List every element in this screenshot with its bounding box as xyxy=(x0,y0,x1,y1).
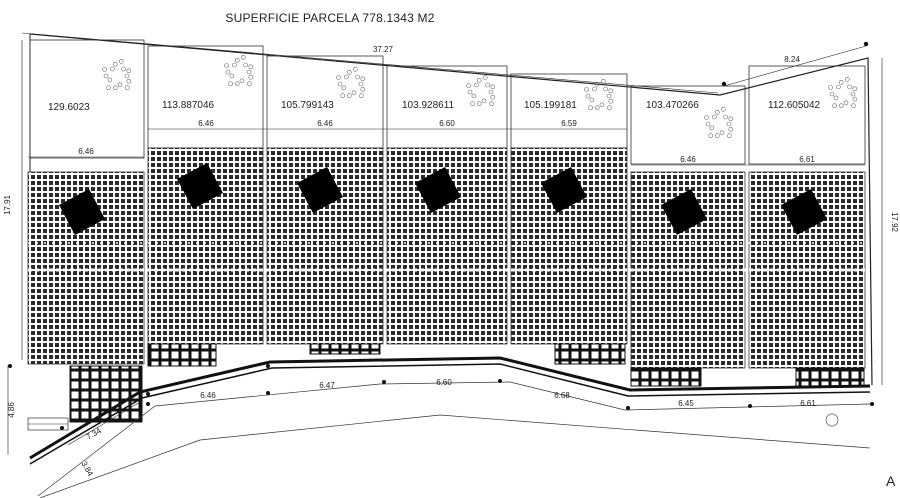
rooftop-square-icon xyxy=(661,189,707,235)
plot-area-1: 129.6023 xyxy=(48,102,90,113)
tree-icon xyxy=(466,75,496,106)
plot-area-4: 103.928611 xyxy=(402,100,455,111)
dimension-dot xyxy=(266,391,270,395)
dim-top-right: 8.24 xyxy=(784,55,800,64)
plot-front-6: 6.46 xyxy=(680,155,696,164)
tree-icon xyxy=(584,79,614,110)
dimension-dot xyxy=(60,426,64,430)
plot-area-2: 113.887046 xyxy=(162,100,215,111)
plot-front-1: 6.46 xyxy=(78,147,94,156)
plot-area-7: 112.605042 xyxy=(768,100,821,111)
dimension-markers xyxy=(8,364,874,430)
rooftop-square-icon xyxy=(415,167,461,213)
dim-bottom-left-b: 7.34 xyxy=(85,426,103,442)
tree-icon xyxy=(102,59,132,90)
dim-bottom-1: 6.46 xyxy=(200,391,216,400)
dim-bottom-3: 6.60 xyxy=(436,378,452,387)
bottom-dimensions: 6.46 6.47 6.60 6.68 6.45 6.61 4.86 7.34 … xyxy=(7,365,816,478)
dimension-dot xyxy=(146,392,150,396)
plot-front-4: 6.60 xyxy=(439,119,455,128)
dimension-dot xyxy=(498,379,502,383)
section-letter: A xyxy=(886,473,896,489)
tree-icon xyxy=(704,107,734,138)
dimension-dot xyxy=(146,402,150,406)
rooftop-square-icon xyxy=(781,189,827,235)
dim-left-height: 17.91 xyxy=(3,194,12,215)
plot-area-6: 103.470266 xyxy=(646,100,699,111)
tree-icon xyxy=(224,55,254,86)
entrance-detail xyxy=(27,417,69,431)
plot-area-3: 105.799143 xyxy=(281,100,334,111)
dim-bottom-4: 6.68 xyxy=(554,391,570,400)
dimension-dot xyxy=(382,380,386,384)
dim-bottom-6: 6.61 xyxy=(800,399,816,408)
dimension-dot xyxy=(266,364,270,368)
plot-area-labels: 129.6023 113.887046 105.799143 103.92861… xyxy=(48,100,821,113)
dim-top-total: 37.27 xyxy=(373,45,394,54)
top-dimension-line xyxy=(21,32,719,94)
rooftop-square-icon xyxy=(297,167,343,213)
dimension-dot xyxy=(8,364,12,368)
dimension-dot xyxy=(748,404,752,408)
dim-bottom-5: 6.45 xyxy=(678,399,694,408)
parcel-outline xyxy=(29,33,873,386)
dimension-dot xyxy=(870,402,874,406)
tree-symbols xyxy=(102,55,858,138)
plan-title: SUPERFICIE PARCELA 778.1343 M2 xyxy=(225,11,434,25)
dimension-dot xyxy=(626,406,630,410)
dim-bottom-left-c: 3.84 xyxy=(79,460,95,478)
plot-front-2: 6.46 xyxy=(198,119,214,128)
plot-area-5: 105.199181 xyxy=(524,100,577,111)
plot-front-dimensions: 6.46 6.46 6.46 6.60 6.59 6.46 6.61 xyxy=(28,119,865,166)
rooftop-squares xyxy=(59,163,827,235)
rooftop-square-icon xyxy=(541,167,587,213)
rooftop-square-icon xyxy=(59,189,105,235)
plot-front-5: 6.59 xyxy=(561,119,577,128)
rooftop-square-icon xyxy=(177,163,223,209)
plot-front-7: 6.61 xyxy=(799,155,815,164)
dim-right-height: 17.92 xyxy=(890,212,899,233)
tree-icon xyxy=(336,67,366,98)
street-edge xyxy=(29,356,871,498)
dim-bottom-left-a: 4.86 xyxy=(7,402,16,418)
dim-bottom-2: 6.47 xyxy=(319,381,335,390)
plot-front-3: 6.46 xyxy=(317,119,333,128)
tree-icon xyxy=(828,77,858,108)
